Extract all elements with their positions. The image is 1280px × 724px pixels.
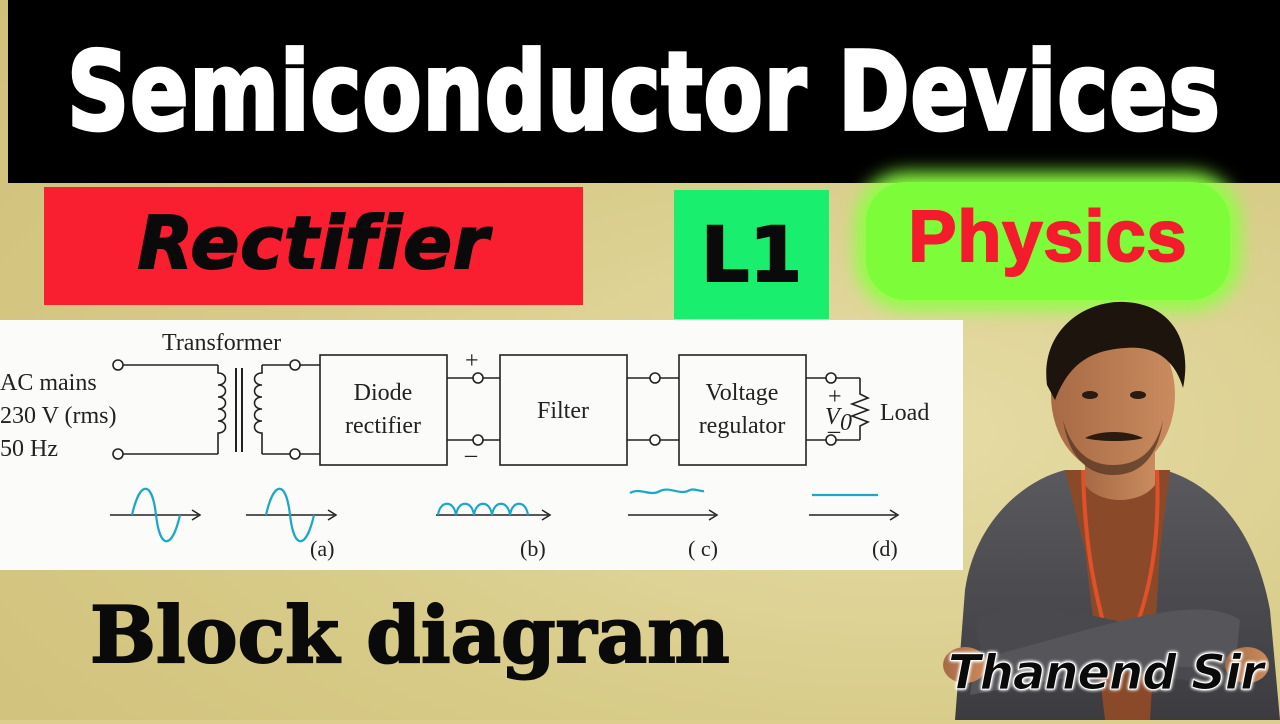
waveform-curves	[130, 487, 878, 543]
page-title: Semiconductor Devices	[66, 28, 1222, 157]
person-photo-icon	[943, 301, 1280, 720]
waveform-label-d: (d)	[872, 536, 898, 561]
diode-rectifier-label-2: rectifier	[345, 413, 421, 439]
minus-sign-output: –	[827, 418, 841, 444]
plus-sign-output: +	[828, 384, 842, 410]
section-heading: Block diagram	[89, 589, 731, 682]
transformer-label: Transformer	[162, 330, 281, 356]
output-voltage-subscript: 0	[840, 410, 852, 436]
title-banner: Semiconductor Devices	[8, 0, 1280, 183]
topic-label: Rectifier	[137, 200, 490, 286]
waveform-axes	[110, 509, 900, 521]
subject-badge: Physics	[866, 182, 1230, 300]
plus-sign-rectifier: +	[465, 348, 479, 374]
input-label-line2: 230 V (rms)	[0, 403, 116, 429]
rectifier-block-diagram: AC mains 230 V (rms) 50 Hz Transformer	[0, 330, 929, 561]
lecture-badge: L1	[674, 190, 829, 319]
filtered-wave	[629, 488, 705, 495]
ac-secondary-wave	[264, 487, 316, 543]
ac-input-wave	[130, 487, 182, 543]
circuit-wires	[112, 354, 871, 466]
input-label-line3: 50 Hz	[0, 436, 58, 462]
waveform-label-c: ( c)	[688, 536, 718, 561]
presenter-photo	[935, 290, 1280, 720]
filter-label: Filter	[537, 398, 589, 424]
topic-badge: Rectifier	[44, 187, 583, 305]
waveform-label-a: (a)	[310, 536, 334, 561]
load-label: Load	[880, 400, 929, 426]
input-label-line1: AC mains	[0, 370, 97, 396]
output-voltage-label: V	[825, 404, 842, 430]
minus-sign-rectifier: –	[464, 442, 478, 468]
subject-label: Physics	[907, 196, 1188, 278]
waveform-label-b: (b)	[520, 536, 546, 561]
block-diagram-panel: AC mains 230 V (rms) 50 Hz Transformer	[0, 320, 963, 570]
presenter-signature: Thanend Sir	[948, 645, 1265, 702]
rectified-wave	[436, 502, 530, 516]
lecture-label: L1	[700, 209, 803, 300]
voltage-regulator-label-1: Voltage	[706, 380, 779, 406]
diode-rectifier-label-1: Diode	[354, 380, 413, 406]
voltage-regulator-label-2: regulator	[699, 413, 786, 439]
